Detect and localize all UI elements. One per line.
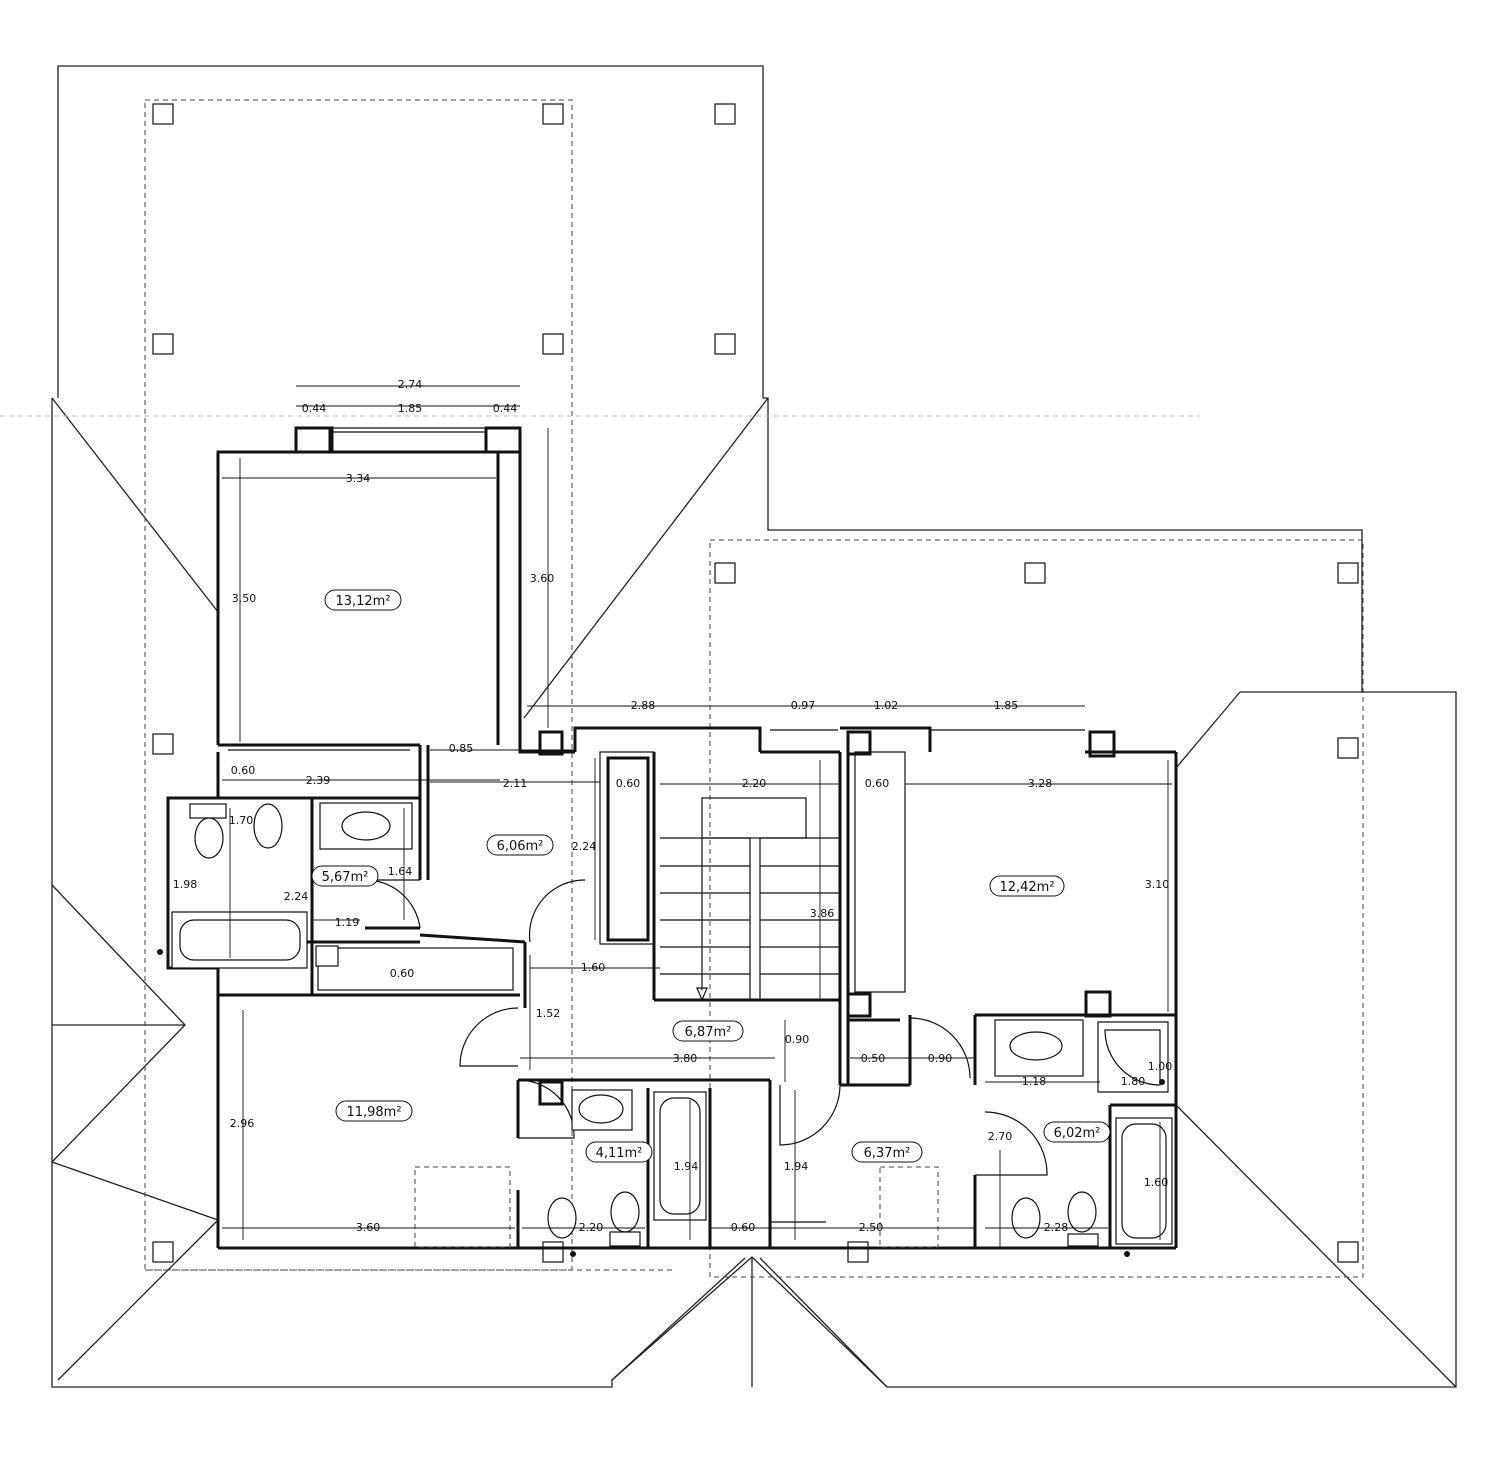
dim-label: 2.88 (631, 699, 656, 712)
dim-label: 0.50 (861, 1052, 886, 1065)
dimension-labels: 2.74 0.44 1.85 0.44 3.34 3.50 3.60 2.88 … (173, 378, 1173, 1234)
dim-label: 2.96 (230, 1117, 255, 1130)
dim-label: 1.19 (335, 916, 360, 929)
eave-lines (0, 99, 1364, 1278)
dim-label: 2.70 (988, 1130, 1013, 1143)
dim-label: 1.94 (674, 1160, 699, 1173)
dim-label: 1.02 (874, 699, 899, 712)
walls (166, 426, 1178, 1250)
dim-label: 1.80 (1121, 1075, 1146, 1088)
structural-columns (294, 426, 1116, 1106)
dim-label: 2.28 (1044, 1221, 1069, 1234)
dim-label: 1.18 (1022, 1075, 1047, 1088)
dim-label: 1.70 (229, 814, 254, 827)
dim-label: 0.90 (928, 1052, 953, 1065)
dim-label: 0.60 (616, 777, 641, 790)
area-bedroom-top: 13,12m² (335, 594, 390, 609)
dim-label: 0.60 (390, 967, 415, 980)
fixtures (171, 802, 1173, 1247)
stair (660, 797, 840, 1002)
dim-label: 3.10 (1145, 878, 1170, 891)
dim-label: 0.85 (449, 742, 474, 755)
dim-label: 2.20 (742, 777, 767, 790)
dim-label: 2.39 (306, 774, 331, 787)
area-bedroom-right: 12,42m² (999, 880, 1054, 895)
dim-label: 1.64 (388, 865, 413, 878)
dim-label: 3.80 (673, 1052, 698, 1065)
dim-label: 1.85 (398, 402, 423, 415)
dim-label: 0.90 (785, 1033, 810, 1046)
dim-label: 1.52 (536, 1007, 561, 1020)
dimension-lines (222, 385, 1172, 1248)
dim-label: 0.60 (231, 764, 256, 777)
area-bath-right: 6,02m² (1054, 1126, 1101, 1141)
roof-pillars (152, 103, 1359, 1263)
dim-label: 2.20 (579, 1221, 604, 1234)
dim-label: 3.28 (1028, 777, 1053, 790)
dim-label: 2.74 (398, 378, 423, 391)
dim-label: 1.60 (1144, 1176, 1169, 1189)
dim-label: 0.44 (302, 402, 327, 415)
dim-label: 0.97 (791, 699, 816, 712)
dim-label: 1.85 (994, 699, 1019, 712)
drains (157, 949, 1165, 1257)
dim-label: 1.00 (1148, 1060, 1173, 1073)
area-bath-left: 5,67m² (322, 870, 369, 885)
dim-label: 2.24 (284, 890, 309, 903)
room-area-labels: 13,12m² 5,67m² 6,06m² 12,42m² 6,87m² 11,… (311, 589, 1111, 1163)
dim-label: 1.60 (581, 961, 606, 974)
dim-label: 2.11 (503, 777, 528, 790)
dim-label: 3.60 (530, 572, 555, 585)
dim-label: 3.86 (810, 907, 835, 920)
dim-label: 2.50 (859, 1221, 884, 1234)
dim-label: 1.94 (784, 1160, 809, 1173)
area-landing: 6,87m² (685, 1025, 732, 1040)
dim-label: 0.44 (493, 402, 518, 415)
dim-label: 3.34 (346, 472, 371, 485)
dim-label: 1.98 (173, 878, 198, 891)
dim-label: 2.24 (572, 840, 597, 853)
area-bedroom-bottom: 11,98m² (346, 1105, 401, 1120)
area-hall-upper: 6,06m² (497, 839, 544, 854)
dim-label: 0.60 (865, 777, 890, 790)
roof-outline (51, 65, 1457, 1388)
windows (228, 427, 1085, 1223)
area-bath-center: 4,11m² (596, 1146, 643, 1161)
dim-label: 3.60 (356, 1221, 381, 1234)
interior-dashed (414, 1166, 939, 1248)
dim-label: 3.50 (232, 592, 257, 605)
area-hall-lower: 6,37m² (864, 1146, 911, 1161)
dim-label: 0.60 (731, 1221, 756, 1234)
